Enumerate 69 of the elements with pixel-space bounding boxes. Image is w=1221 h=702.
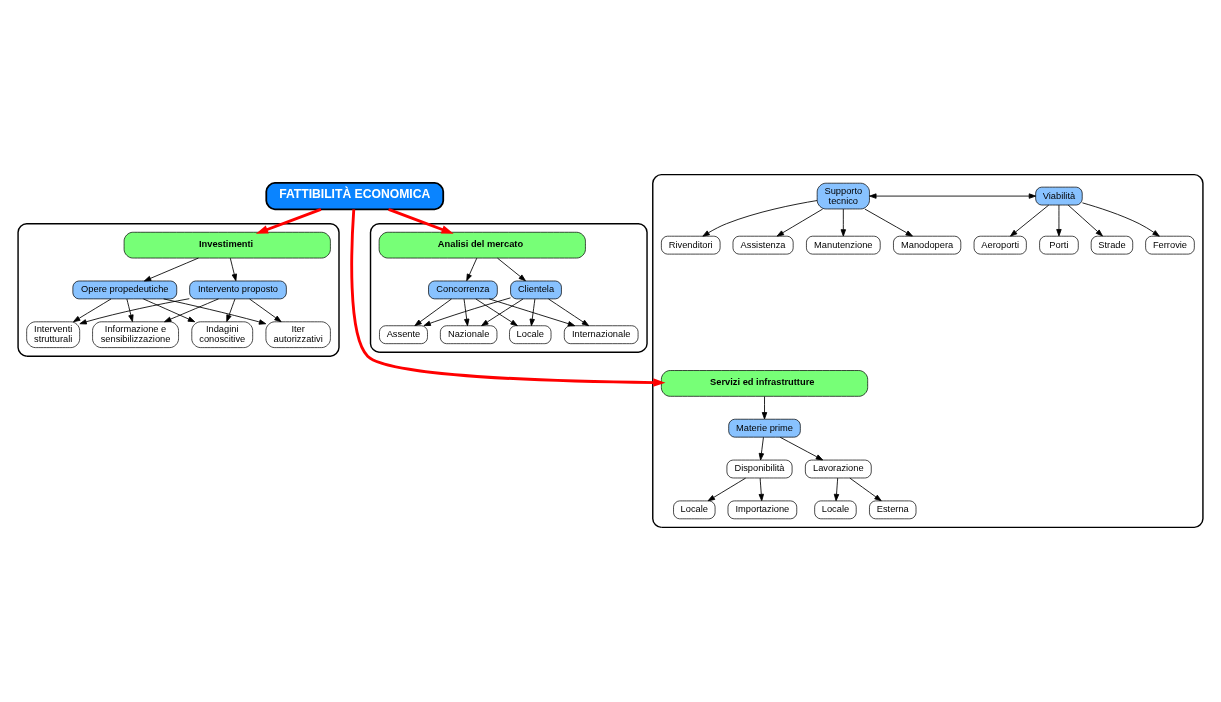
arrow — [1056, 204, 1062, 237]
arrow — [463, 298, 470, 327]
node-box: Assistenza — [732, 235, 794, 255]
arrow — [864, 208, 913, 237]
arrow — [475, 298, 518, 327]
node-box: Assente — [379, 325, 428, 345]
arrow — [163, 298, 267, 325]
arrow — [869, 193, 1037, 199]
node-box: Iter autorizzativi — [265, 321, 331, 348]
node-box: Nazionale — [440, 325, 498, 345]
arrow — [833, 477, 840, 502]
arrow — [548, 298, 590, 327]
node-box: Rivenditori — [661, 235, 721, 255]
arrow — [229, 257, 237, 282]
arrow — [466, 257, 478, 282]
arrow — [414, 298, 452, 327]
arrow — [707, 477, 747, 502]
node-box: Internazionale — [563, 325, 639, 345]
arrow — [350, 209, 666, 387]
arrow — [776, 208, 824, 237]
node-box: Ferrovie — [1145, 235, 1195, 255]
arrow — [481, 298, 524, 327]
arrow — [761, 396, 768, 420]
node-box: Informazione e sensibilizzazione — [92, 321, 179, 348]
arrow — [73, 298, 112, 323]
node-box: Supporto tecnico — [816, 182, 870, 210]
arrow — [1067, 204, 1103, 237]
node-box: Porti — [1039, 235, 1079, 255]
arrow — [164, 298, 219, 323]
arrow — [388, 208, 454, 234]
arrow — [1010, 204, 1050, 237]
arrow — [423, 297, 511, 327]
arrow — [79, 298, 190, 325]
arrow — [143, 257, 199, 282]
arrow — [142, 298, 196, 323]
node-box: Manodopera — [893, 235, 962, 255]
node-box: Locale — [673, 500, 716, 520]
arrow — [1082, 202, 1160, 237]
node-box: Importazione — [727, 500, 798, 520]
node-box: Lavorazione — [805, 459, 872, 479]
node-box: Disponibilità — [726, 459, 793, 479]
arrow — [849, 477, 882, 502]
node-box: Indagini conoscitive — [191, 321, 254, 348]
arrow — [126, 298, 134, 322]
node-box: Manutenzione — [806, 235, 881, 255]
node-box: Locale — [814, 500, 857, 520]
node-box: Materie prime — [728, 418, 801, 438]
node-box: Opere propedeutiche — [72, 280, 178, 300]
arrow — [497, 257, 526, 282]
arrow — [226, 298, 236, 322]
arrow — [702, 200, 818, 237]
node-box: Locale — [509, 325, 552, 345]
node-box: Aeroporti — [973, 235, 1027, 255]
arrow — [255, 208, 322, 234]
node-box: Concorrenza — [428, 280, 498, 300]
arrow — [758, 477, 764, 502]
arrow — [529, 298, 536, 327]
node-box: FATTIBILITÀ ECONOMICA — [265, 181, 445, 211]
node-box: Clientela — [510, 280, 562, 300]
node-box: Viabilità — [1035, 186, 1083, 206]
arrow — [488, 298, 576, 327]
node-box: Strade — [1090, 235, 1134, 255]
node-box: Esterna — [869, 500, 917, 520]
node-box: Interventi strutturali — [26, 321, 81, 348]
node-box: Intervento proposto — [189, 280, 287, 300]
arrow — [779, 436, 824, 461]
arrow — [758, 436, 765, 461]
arrow — [249, 298, 282, 323]
arrow — [840, 208, 846, 237]
